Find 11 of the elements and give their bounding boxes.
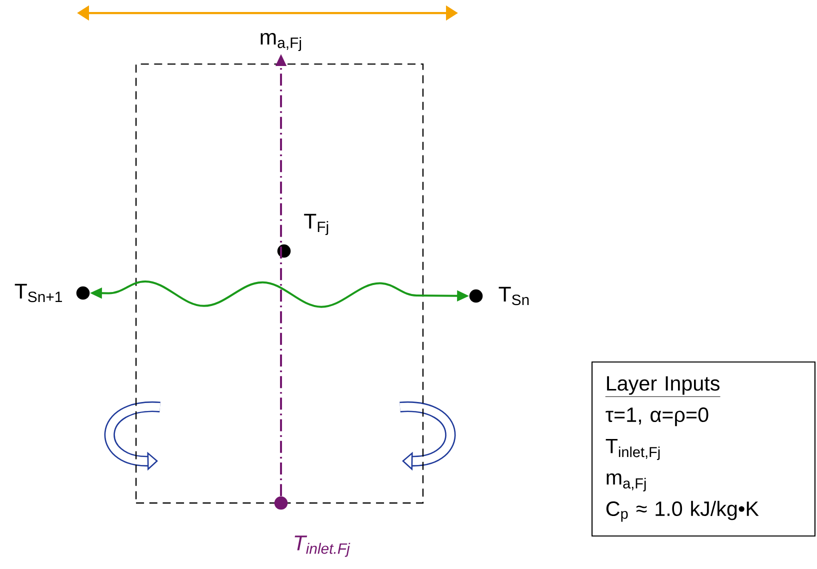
node-label: T$_{Sn}$ — [498, 286, 529, 306]
temperature-point: T$_{Sn+1}$ — [14, 284, 90, 302]
node-label: T$_{inlet.Fj}$ — [294, 536, 350, 557]
node-label: T$_{Sn+1}$ — [14, 284, 62, 302]
node-label: T$_{Fj}$ — [304, 214, 328, 236]
control-volume-box — [135, 63, 424, 504]
temperature-point: T$_{Sn}$ — [469, 286, 529, 306]
flow-label: m$_{a,Fj}$ — [260, 32, 301, 52]
temperature-point: T$_{Fj}$ — [277, 214, 328, 258]
inputs-panel: Layer Inputs τ=1, α=ρ=0 T$_{inlet,Fj}$ m$_{a,Fj}$ C$_{p}$ ≈ 1.0 kJ/kg•K — [592, 361, 816, 537]
temperature-point: T$_{inlet.Fj}$ — [274, 496, 350, 557]
